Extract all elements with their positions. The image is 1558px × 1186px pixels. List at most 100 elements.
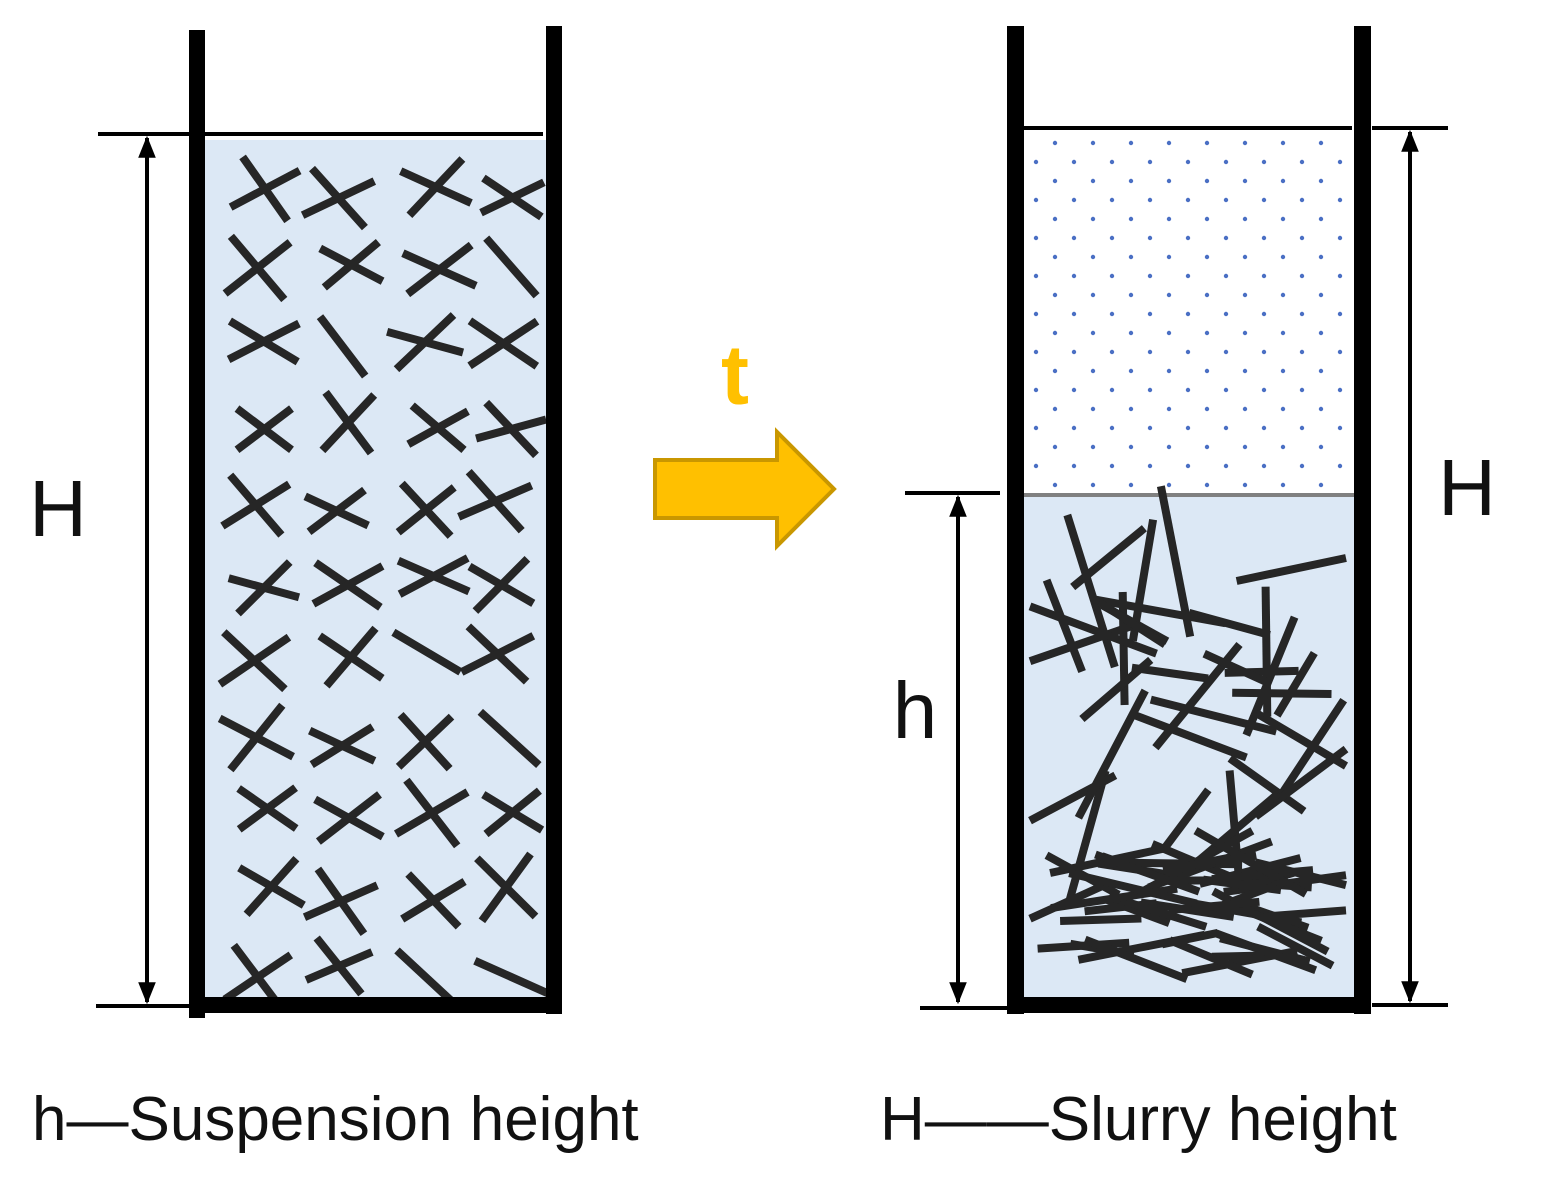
fiber [1068, 869, 1198, 908]
fiber [227, 702, 286, 773]
fiber [406, 156, 466, 218]
fiber [472, 555, 531, 614]
fiber [467, 317, 540, 370]
left-height-label: H [29, 464, 87, 553]
sediment-height-label: h [893, 666, 938, 755]
fiber [1256, 923, 1335, 970]
left-fiber-cluster [217, 154, 550, 1012]
fiber [1161, 928, 1219, 949]
fiber [304, 948, 374, 984]
right-cylinder-wall-right [1354, 26, 1371, 1014]
fiber [315, 791, 382, 845]
fiber [478, 851, 534, 924]
fiber [477, 708, 542, 769]
fiber [1156, 485, 1195, 638]
fiber [1261, 586, 1272, 717]
fiber [473, 957, 550, 998]
fiber [309, 723, 375, 769]
left-cylinder-wall-left [189, 30, 205, 1018]
fiber [319, 392, 378, 454]
left-cylinder [96, 26, 562, 1018]
fiber [1028, 602, 1158, 658]
fiber [1074, 688, 1149, 820]
sediment-height-dimension: h [893, 494, 967, 1005]
fiber [1094, 850, 1201, 896]
fiber [394, 947, 459, 1009]
fiber [1063, 513, 1119, 669]
right-arrow-icon [653, 427, 837, 551]
fiber [1162, 850, 1245, 875]
fiber [234, 405, 294, 453]
fiber [406, 407, 470, 448]
fiber [483, 235, 540, 299]
fiber [228, 167, 302, 211]
fiber [1202, 875, 1282, 895]
fiber [1235, 554, 1347, 585]
right-cylinder [905, 26, 1448, 1014]
right-cylinder-bottom [1007, 997, 1371, 1013]
fiber [475, 415, 548, 443]
left-height-dimension: H [29, 135, 156, 1005]
fiber [1063, 769, 1110, 909]
fiber [1042, 578, 1086, 674]
fiber [1149, 695, 1278, 736]
time-label: t [721, 328, 749, 422]
fiber [302, 881, 379, 921]
fiber [311, 562, 385, 608]
fiber [217, 633, 292, 688]
fiber [395, 484, 457, 536]
right-fiber-cluster [1028, 485, 1349, 983]
fiber [316, 314, 369, 379]
fiber [236, 784, 298, 833]
fiber [483, 787, 542, 838]
fiber [397, 554, 470, 598]
fiber [1251, 909, 1323, 945]
right-clear-liquid [1024, 128, 1354, 495]
fiber [1168, 936, 1254, 979]
fiber [1188, 609, 1271, 639]
fiber [393, 788, 470, 838]
fiber [1131, 710, 1248, 762]
left-cylinder-wall-right [546, 26, 562, 1014]
fiber [479, 178, 546, 217]
fiber [1227, 755, 1307, 815]
fiber [1059, 914, 1142, 925]
fiber [1096, 598, 1168, 648]
fiber [323, 625, 379, 689]
caption-slurry-height: H——Slurry height [880, 1085, 1397, 1154]
fiber [1211, 866, 1314, 884]
fiber [222, 951, 294, 1003]
slurry-height-label: H [1438, 443, 1496, 532]
fiber [395, 713, 455, 770]
fiber [405, 241, 474, 298]
fiber [1131, 663, 1209, 683]
fiber [300, 177, 377, 219]
fiber [220, 480, 292, 530]
fiber [1253, 709, 1349, 770]
fiber [1168, 897, 1260, 915]
fiber [459, 632, 536, 676]
fiber [1214, 929, 1318, 975]
fiber [400, 878, 467, 923]
fiber [235, 559, 293, 617]
right-cylinder-wall-left [1007, 26, 1024, 1014]
fiber [226, 319, 301, 363]
fiber [1107, 892, 1208, 931]
fiber [321, 239, 381, 291]
fiber [1273, 650, 1318, 718]
slurry-height-dimension: H [1401, 129, 1496, 1004]
fiber [222, 239, 293, 297]
fiber [1028, 620, 1139, 665]
fiber [306, 486, 367, 535]
fiber [1202, 650, 1271, 687]
fiber [391, 628, 463, 676]
fiber [1232, 688, 1332, 698]
fiber [457, 481, 534, 521]
fiber [243, 856, 300, 917]
fiber [393, 312, 457, 373]
time-transition: t [653, 328, 837, 551]
fiber [1160, 787, 1212, 853]
caption-suspension-height: h—Suspension height [32, 1085, 639, 1154]
